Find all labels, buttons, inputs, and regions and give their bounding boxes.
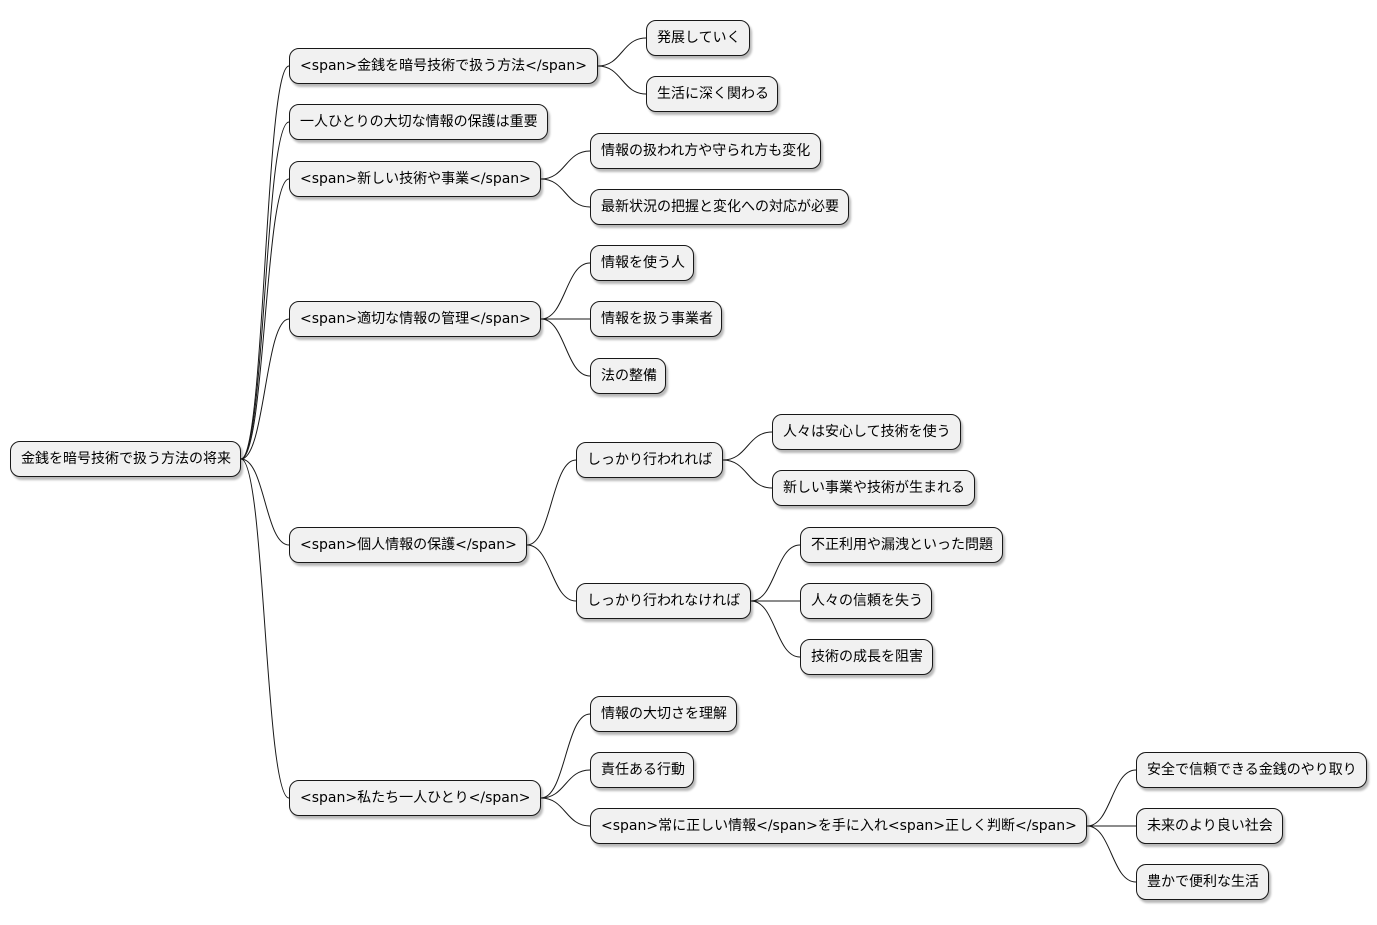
topic-node: 発展していく <box>646 20 750 56</box>
topic-node: <span>個人情報の保護</span> <box>289 527 527 563</box>
connector-line <box>240 458 290 799</box>
topic-node: 一人ひとりの大切な情報の保護は重要 <box>289 104 548 140</box>
topic-node: 最新状況の把握と変化への対応が必要 <box>590 189 849 225</box>
connector-line <box>597 65 647 95</box>
connector-line <box>540 150 591 180</box>
topic-node: 責任ある行動 <box>590 752 694 788</box>
connector-line <box>240 318 290 460</box>
topic-node: しっかり行われれば <box>576 442 723 478</box>
topic-node: 法の整備 <box>590 358 666 394</box>
topic-node: しっかり行われなければ <box>576 583 751 619</box>
connector-line <box>526 544 577 602</box>
connector-line <box>750 600 801 658</box>
topic-node: 情報を扱う事業者 <box>590 301 722 337</box>
connector-line <box>526 459 577 546</box>
connector-line <box>1086 769 1137 827</box>
topic-node: <span>新しい技術や事業</span> <box>289 161 541 197</box>
topic-node: 人々は安心して技術を使う <box>772 414 961 450</box>
topic-node: 生活に深く関わる <box>646 76 778 112</box>
connector-line <box>722 431 773 461</box>
connector-line <box>750 544 801 602</box>
topic-node: 安全で信頼できる金銭のやり取り <box>1136 752 1367 788</box>
connector-line <box>722 459 773 489</box>
topic-node: <span>常に正しい情報</span>を手に入れ<span>正しく判断</sp… <box>590 808 1087 844</box>
connector-line <box>540 178 591 208</box>
topic-node: <span>金銭を暗号技術で扱う方法</span> <box>289 48 598 84</box>
connector-line <box>1086 825 1137 883</box>
connector-line <box>240 458 290 546</box>
topic-node: <span>私たち一人ひとり</span> <box>289 780 541 816</box>
connector-line <box>540 318 591 377</box>
connector-line <box>540 713 591 799</box>
root-topic-node: 金銭を暗号技術で扱う方法の将来 <box>10 441 241 477</box>
topic-node: 未来のより良い社会 <box>1136 808 1283 844</box>
topic-node: 情報の大切さを理解 <box>590 696 737 732</box>
connector-line <box>240 121 290 460</box>
connector-line <box>540 262 591 320</box>
connector-line <box>240 178 290 460</box>
connector-line <box>240 65 290 460</box>
topic-node: 不正利用や漏洩といった問題 <box>800 527 1003 563</box>
topic-node: 情報の扱われ方や守られ方も変化 <box>590 133 821 169</box>
connector-line <box>540 797 591 827</box>
connector-line <box>540 769 591 799</box>
topic-node: <span>適切な情報の管理</span> <box>289 301 541 337</box>
topic-node: 人々の信頼を失う <box>800 583 932 619</box>
connector-line <box>597 37 647 67</box>
topic-node: 情報を使う人 <box>590 245 694 281</box>
topic-node: 新しい事業や技術が生まれる <box>772 470 975 506</box>
topic-node: 豊かで便利な生活 <box>1136 864 1269 900</box>
topic-node: 技術の成長を阻害 <box>800 639 933 675</box>
